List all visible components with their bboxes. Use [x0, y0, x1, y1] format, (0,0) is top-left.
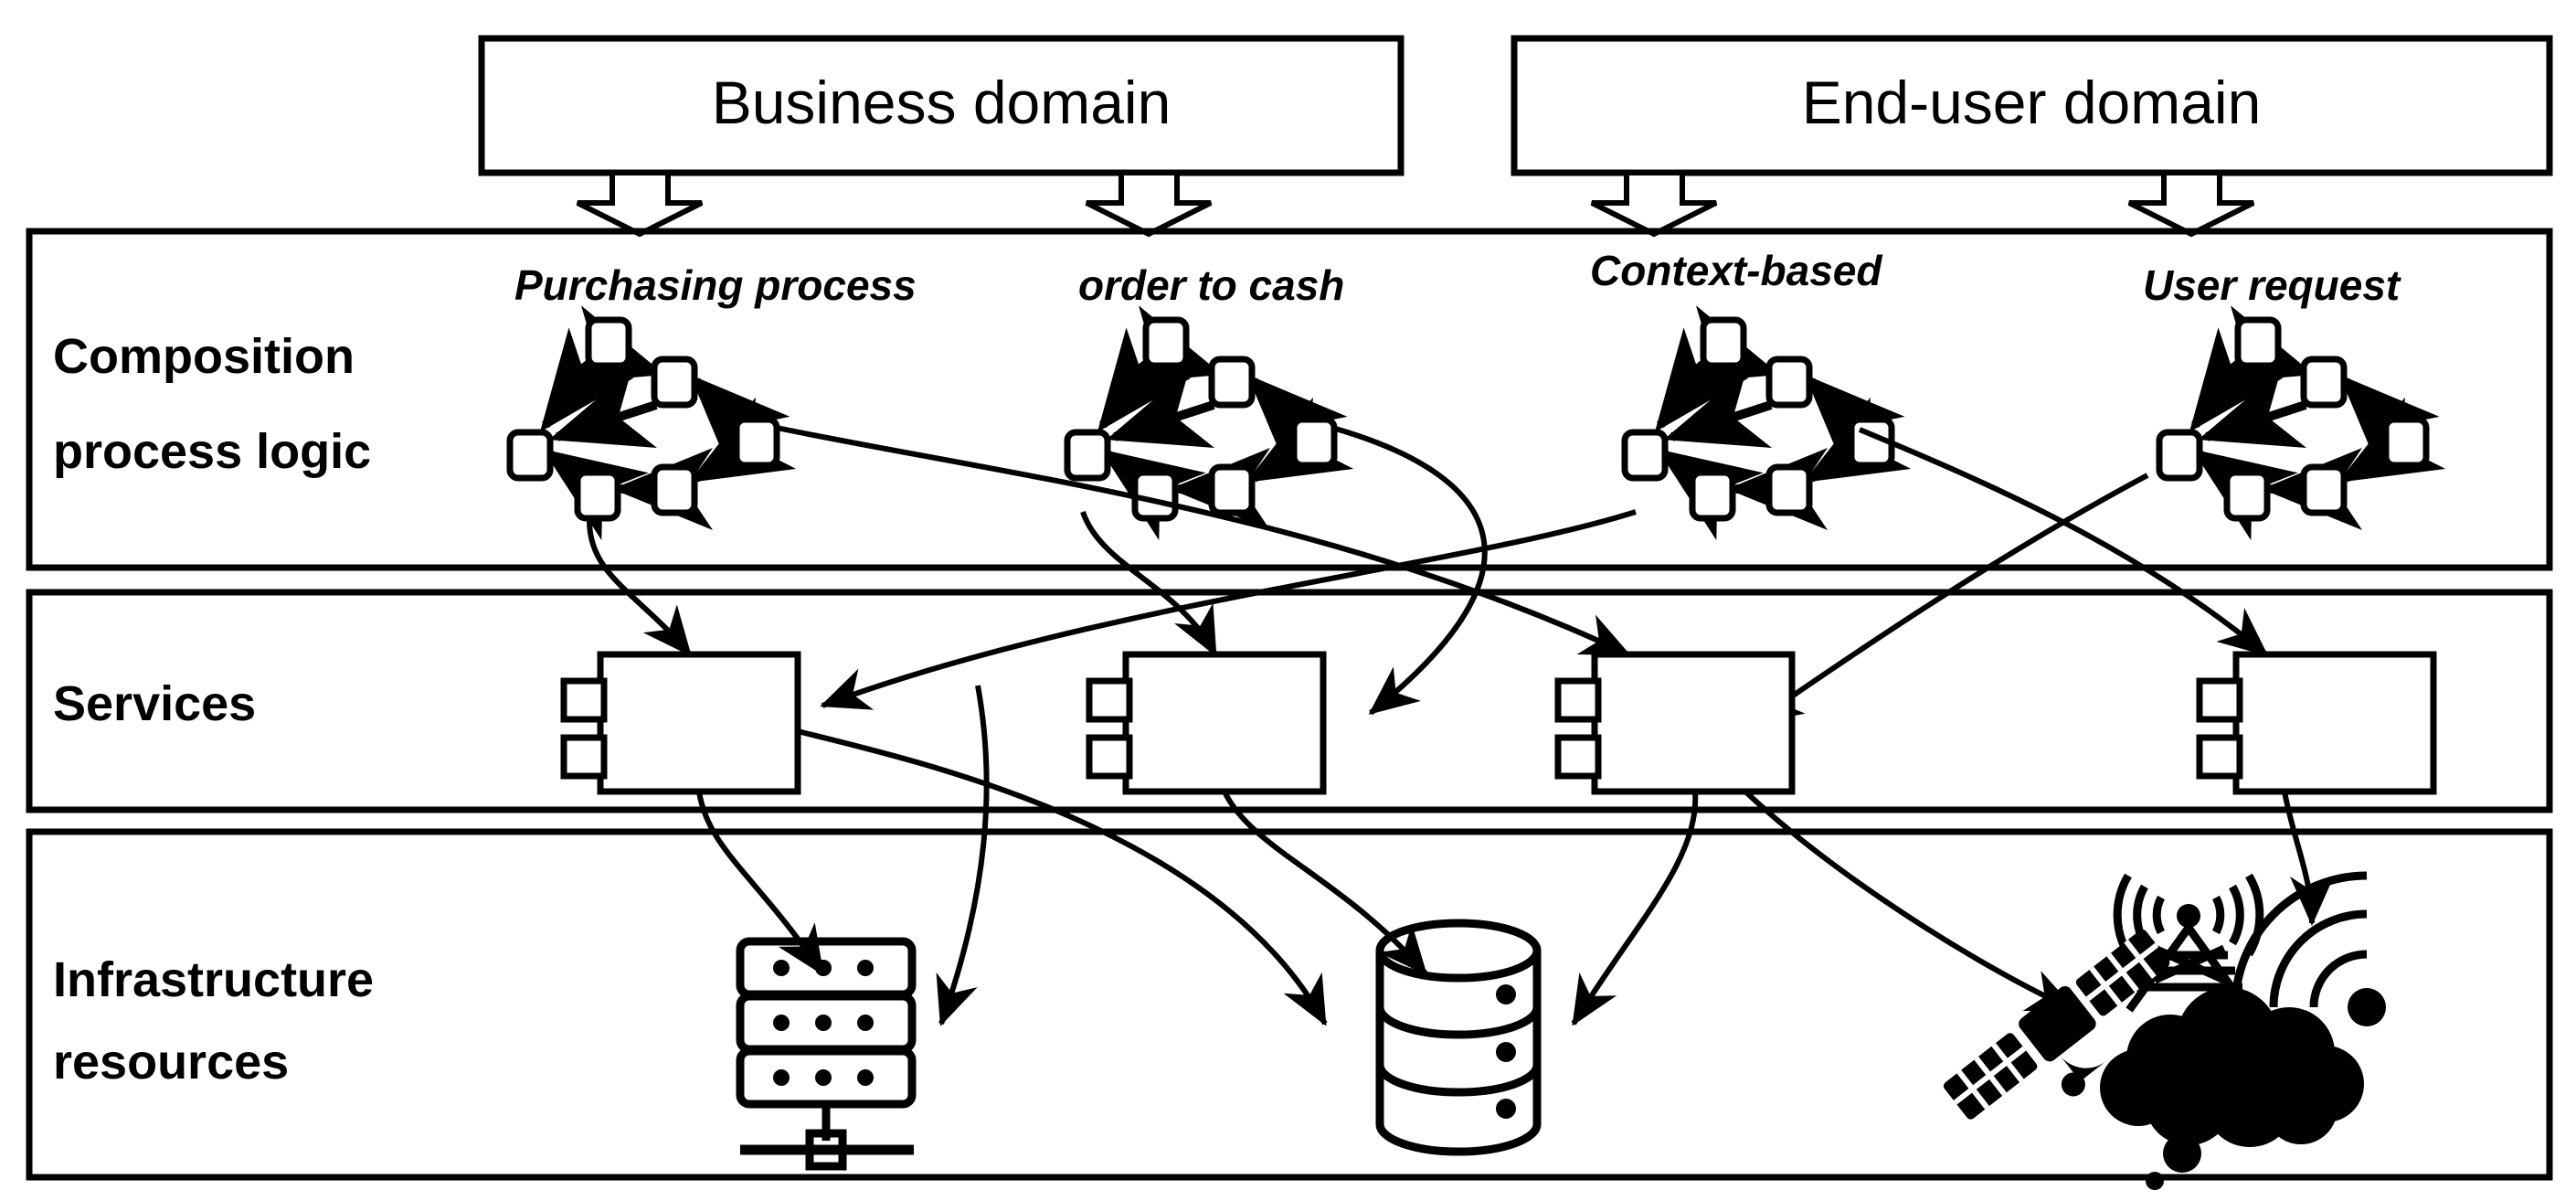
- block-arrow-down-2: [1085, 170, 1213, 238]
- wifi-signal-icon: [2231, 871, 2386, 1026]
- service-component-4[interactable]: [2196, 651, 2437, 795]
- process-node: [1765, 463, 1813, 516]
- svg-text:process logic: process logic: [53, 424, 371, 479]
- connector-proc4-to-service3-side: [1752, 473, 2149, 725]
- process-label-order-to-cash: order to cash: [1078, 261, 1344, 309]
- process-node: [2234, 316, 2282, 369]
- service-component-3[interactable]: [1554, 651, 1796, 795]
- layer-frame-composition: [26, 228, 2553, 571]
- process-node: [2156, 429, 2203, 482]
- process-node: [1700, 316, 1747, 369]
- connector-service2-to-database: [1222, 790, 1428, 976]
- connector-proc3-to-service1-side: [820, 509, 1637, 710]
- layer-frame-infrastructure: [26, 828, 2553, 1181]
- process-node: [574, 469, 621, 522]
- process-node: [2300, 356, 2348, 409]
- connector-proc1-to-service3: [776, 425, 1631, 657]
- block-arrow-down-4: [2127, 170, 2255, 238]
- connector-service4-to-wireless: [2282, 791, 2334, 926]
- connector-service-to-infra-left: [936, 685, 990, 1026]
- process-node: [1621, 429, 1669, 482]
- process-node: [1064, 429, 1111, 482]
- connector-proc2-to-service2: [1080, 511, 1218, 657]
- process-node: [1290, 416, 1338, 469]
- end-user-domain-label: End-user domain: [1802, 69, 2262, 136]
- block-arrow-down-3: [1590, 170, 1718, 238]
- process-node: [651, 356, 698, 409]
- layer-label-infrastructure: Infrastructure resources: [53, 952, 374, 1089]
- process-node: [733, 416, 780, 469]
- process-node: [1208, 356, 1256, 409]
- process-node: [651, 463, 698, 516]
- cloud-icon: [2100, 987, 2364, 1190]
- connector-proc2-to-service2-side: [1331, 425, 1488, 716]
- svg-text:Composition: Composition: [53, 329, 355, 384]
- business-domain-box[interactable]: Business domain: [478, 35, 1405, 176]
- process-node: [1208, 463, 1256, 516]
- connector-service1-to-server-rack: [696, 791, 825, 976]
- block-arrow-down-1: [576, 170, 704, 238]
- connector-service3-to-satellite: [1743, 789, 2077, 1013]
- svg-text:resources: resources: [53, 1035, 289, 1089]
- svg-text:Services: Services: [53, 676, 256, 731]
- process-node: [2382, 416, 2430, 469]
- connector-service1-to-database: [797, 728, 1328, 1026]
- service-component-2[interactable]: [1086, 651, 1327, 795]
- connector-proc1-to-service1: [587, 520, 693, 657]
- process-node: [1142, 316, 1190, 369]
- layer-frame-services: [26, 589, 2553, 813]
- database-cylinder-icon: [1375, 919, 1542, 1156]
- layer-label-composition: Composition process logic: [53, 329, 371, 479]
- business-domain-label: Business domain: [712, 69, 1171, 136]
- process-graph-context-based[interactable]: [1621, 305, 1912, 541]
- process-graph-user-request[interactable]: [2156, 305, 2446, 541]
- process-node: [1689, 469, 1736, 522]
- satellite-icon: [1943, 929, 2170, 1120]
- process-label-context-based: Context-based: [1590, 247, 1882, 294]
- process-node: [506, 429, 554, 482]
- process-node: [2300, 463, 2348, 516]
- service-component-1[interactable]: [560, 651, 801, 795]
- process-graph-purchasing-process[interactable]: [506, 305, 797, 541]
- svg-text:Infrastructure: Infrastructure: [53, 952, 374, 1007]
- process-node: [1765, 356, 1813, 409]
- process-node: [585, 316, 632, 369]
- connector-service3-to-database-right: [1571, 791, 1699, 1026]
- process-node: [2223, 469, 2271, 522]
- process-label-user-request: User request: [2143, 261, 2401, 309]
- layer-label-services: Services: [53, 676, 256, 731]
- process-label-purchasing-process: Purchasing process: [514, 261, 917, 309]
- server-rack-icon: [736, 937, 917, 1171]
- end-user-domain-box[interactable]: End-user domain: [1511, 35, 2553, 176]
